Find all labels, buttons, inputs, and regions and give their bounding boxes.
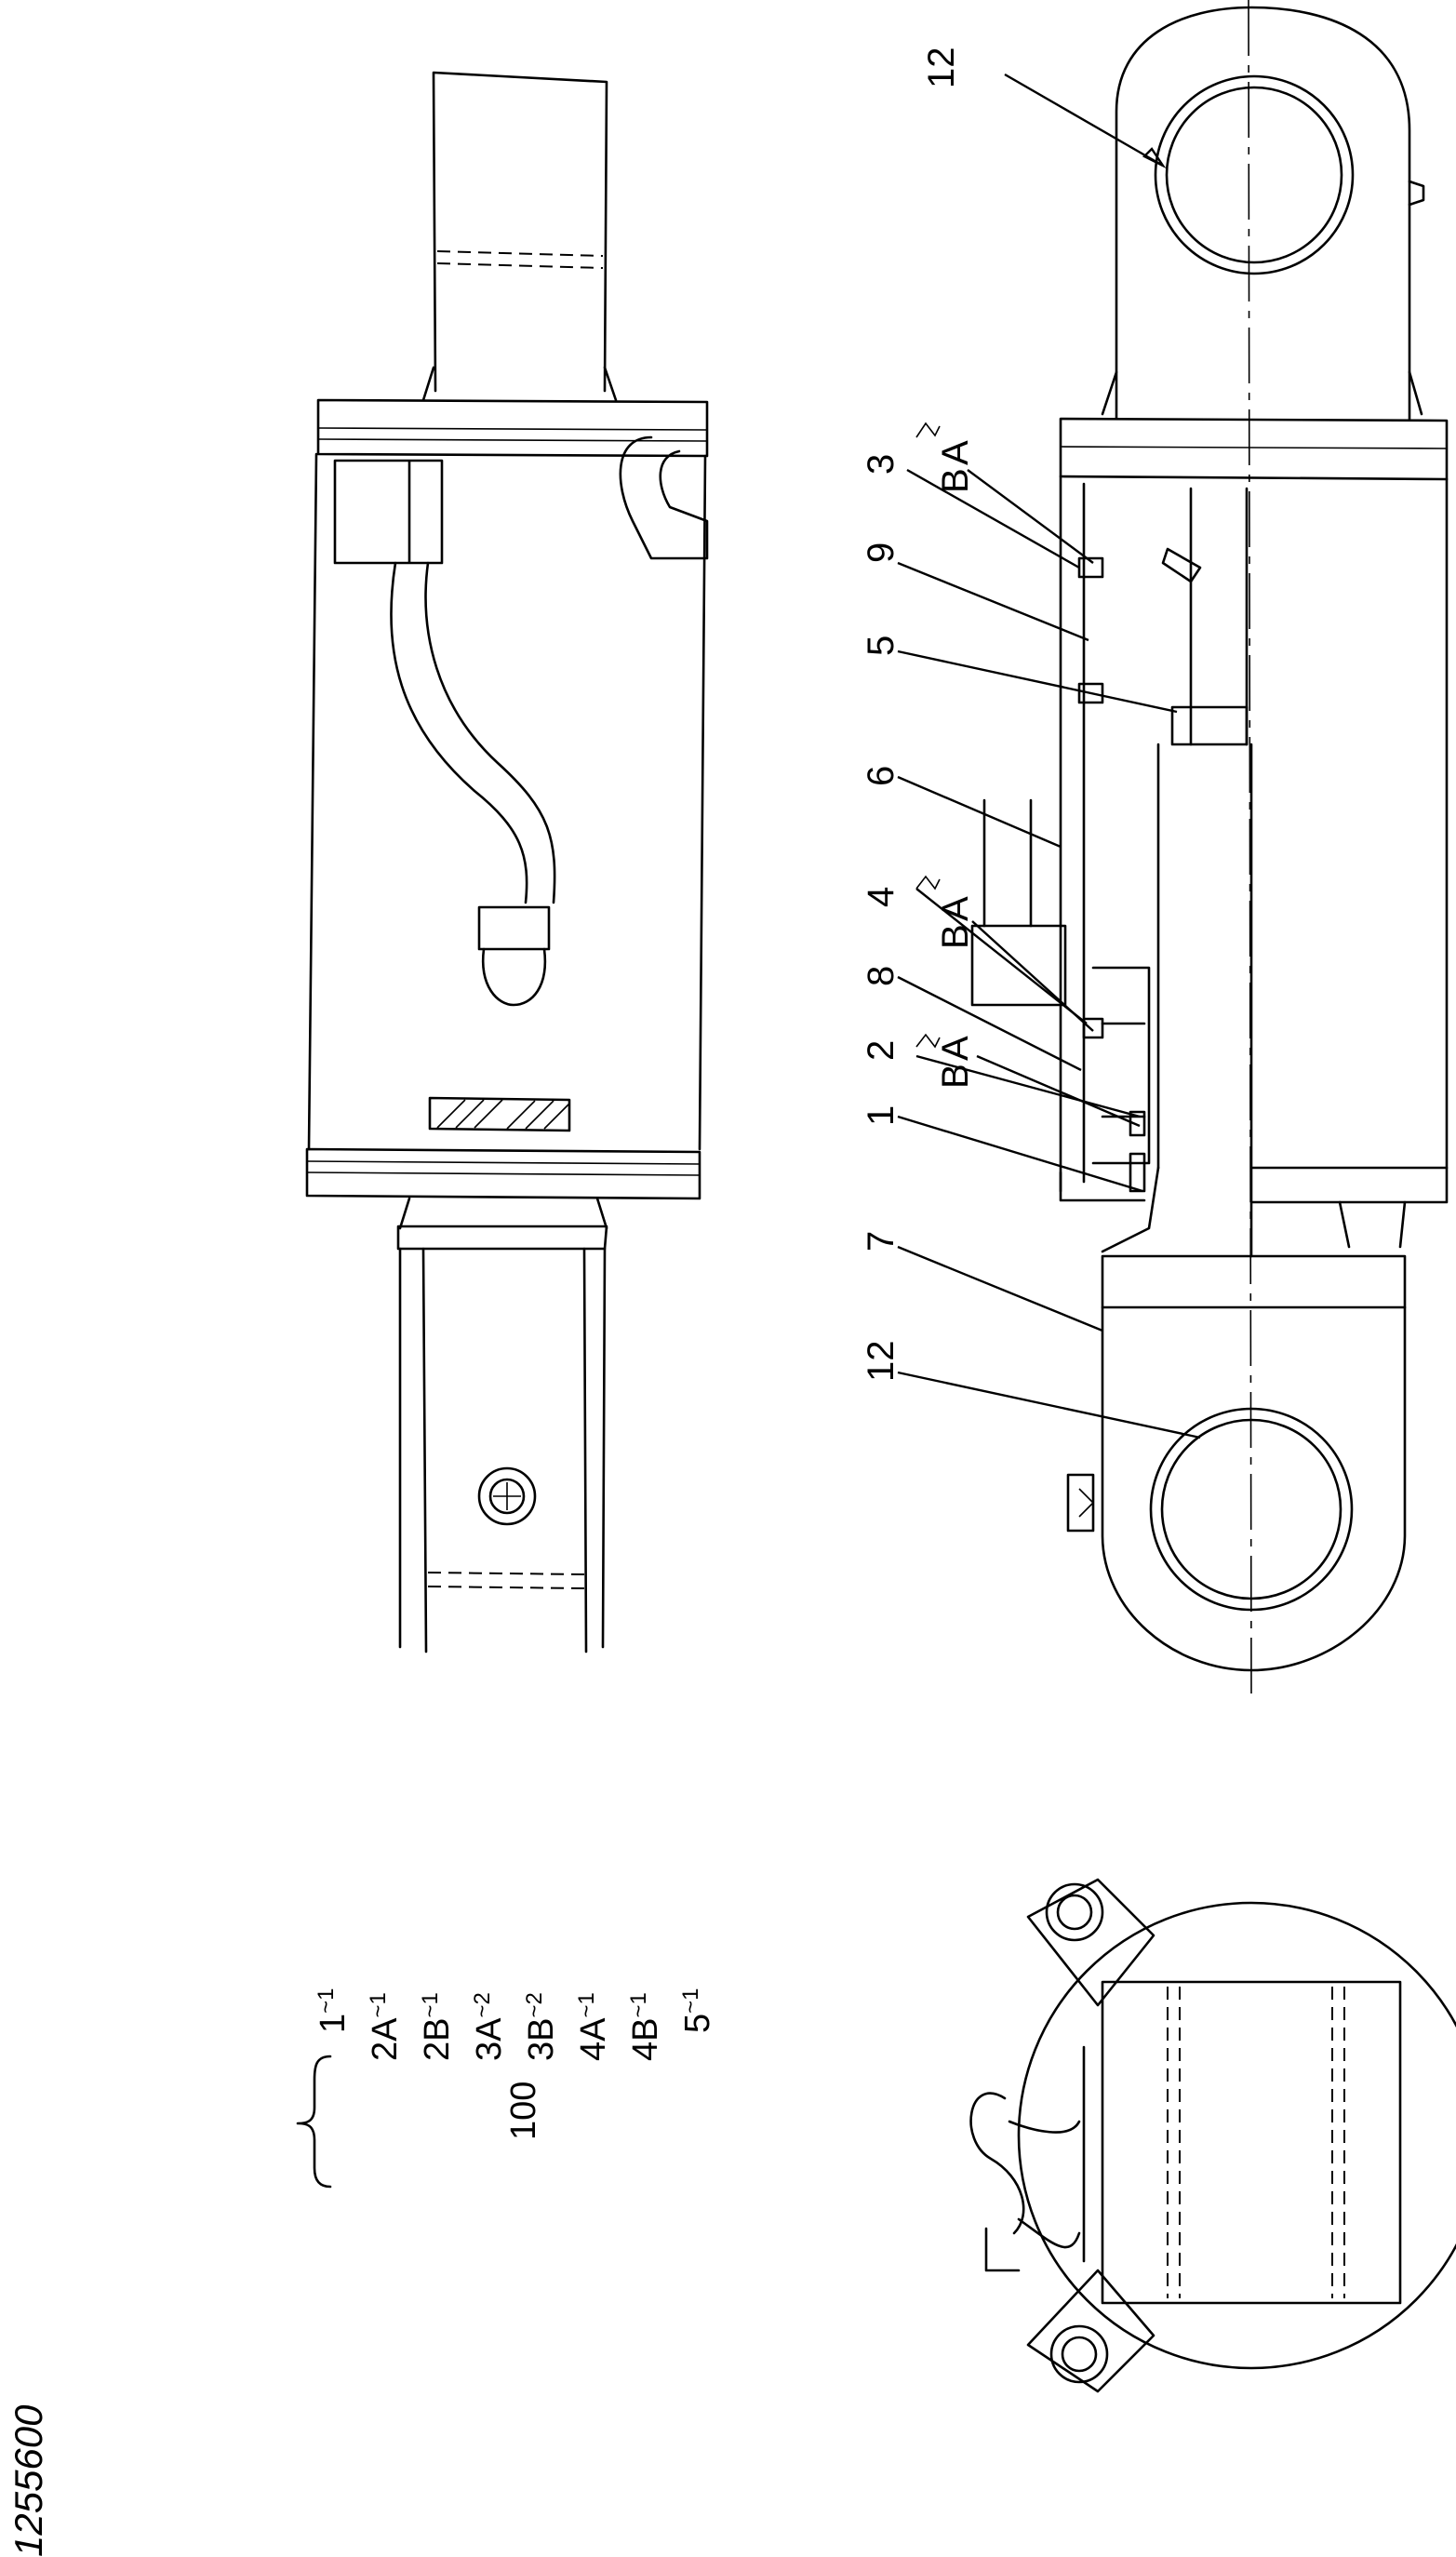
callout-1: 1 bbox=[861, 1105, 902, 1126]
callout-4-a: A bbox=[935, 896, 976, 921]
callout-4: 4 bbox=[861, 887, 902, 907]
seal-kit-item: 4A~1 bbox=[574, 1992, 613, 2061]
callout-3-a: A bbox=[935, 440, 976, 465]
seal-kit-qty: ~1 bbox=[366, 1992, 391, 2017]
seal-kit-item: 4B~1 bbox=[626, 1992, 665, 2061]
callout-5: 5 bbox=[861, 636, 902, 656]
callout-7: 7 bbox=[861, 1231, 902, 1252]
seal-kit-item: 5~1 bbox=[678, 1988, 717, 2033]
seal-kit-qty: ~1 bbox=[626, 1992, 651, 2017]
seal-kit-item: 2A~1 bbox=[366, 1992, 405, 2061]
seal-kit-qty: ~1 bbox=[418, 1992, 443, 2017]
seal-kit-item: 3B~2 bbox=[522, 1992, 561, 2061]
callout-8: 8 bbox=[861, 966, 902, 986]
callout-2: 2 bbox=[861, 1040, 902, 1061]
cylinder-exterior-view bbox=[305, 71, 709, 1653]
callout-12-bottom: 12 bbox=[861, 1341, 902, 1383]
seal-kit-qty: ~1 bbox=[574, 1992, 599, 2017]
callout-labels: 12 3 B A 9 5 6 4 B A 8 2 B A 1 7 12 bbox=[861, 47, 976, 1383]
seal-kit-part: 2B bbox=[418, 2018, 457, 2061]
callout-2-a: A bbox=[935, 1036, 976, 1061]
seal-kit-list: 100 1~12A~12B~13A~23B~24A~14B~15~1 bbox=[296, 1988, 717, 2189]
callout-9: 9 bbox=[861, 542, 902, 563]
seal-kit-number: 100 bbox=[504, 2082, 543, 2140]
seal-kit-brace bbox=[296, 2055, 332, 2189]
seal-kit-qty: ~2 bbox=[470, 1992, 495, 2017]
seal-kit-item: 2B~1 bbox=[418, 1992, 457, 2061]
seal-kit-qty: ~2 bbox=[522, 1992, 547, 2017]
callout-4-b: B bbox=[935, 924, 976, 949]
cylinder-end-view bbox=[969, 1878, 1456, 2393]
callout-6: 6 bbox=[861, 766, 902, 786]
drawing-number: 1255600 bbox=[7, 2404, 50, 2557]
seal-kit-part: 1 bbox=[314, 2014, 353, 2033]
seal-kit-part: 4A bbox=[574, 2017, 613, 2061]
callout-3-b: B bbox=[935, 468, 976, 493]
seal-kit-part: 3B bbox=[522, 2018, 561, 2061]
callout-12-top: 12 bbox=[921, 47, 962, 89]
seal-kit-qty: ~1 bbox=[678, 1988, 703, 2013]
seal-kit-part: 2A bbox=[366, 2017, 405, 2061]
callout-leaders bbox=[897, 73, 1201, 1439]
seal-kit-part: 4B bbox=[626, 2018, 665, 2061]
seal-kit-part: 5 bbox=[678, 2014, 717, 2033]
callout-3: 3 bbox=[861, 454, 902, 475]
seal-kit-qty: ~1 bbox=[314, 1988, 339, 2013]
seal-kit-item: 1~1 bbox=[314, 1988, 353, 2033]
seal-kit-item: 3A~2 bbox=[470, 1992, 509, 2061]
seal-kit-part: 3A bbox=[470, 2017, 509, 2061]
callout-2-b: B bbox=[935, 1064, 976, 1089]
cylinder-section-view bbox=[970, 0, 1449, 1704]
